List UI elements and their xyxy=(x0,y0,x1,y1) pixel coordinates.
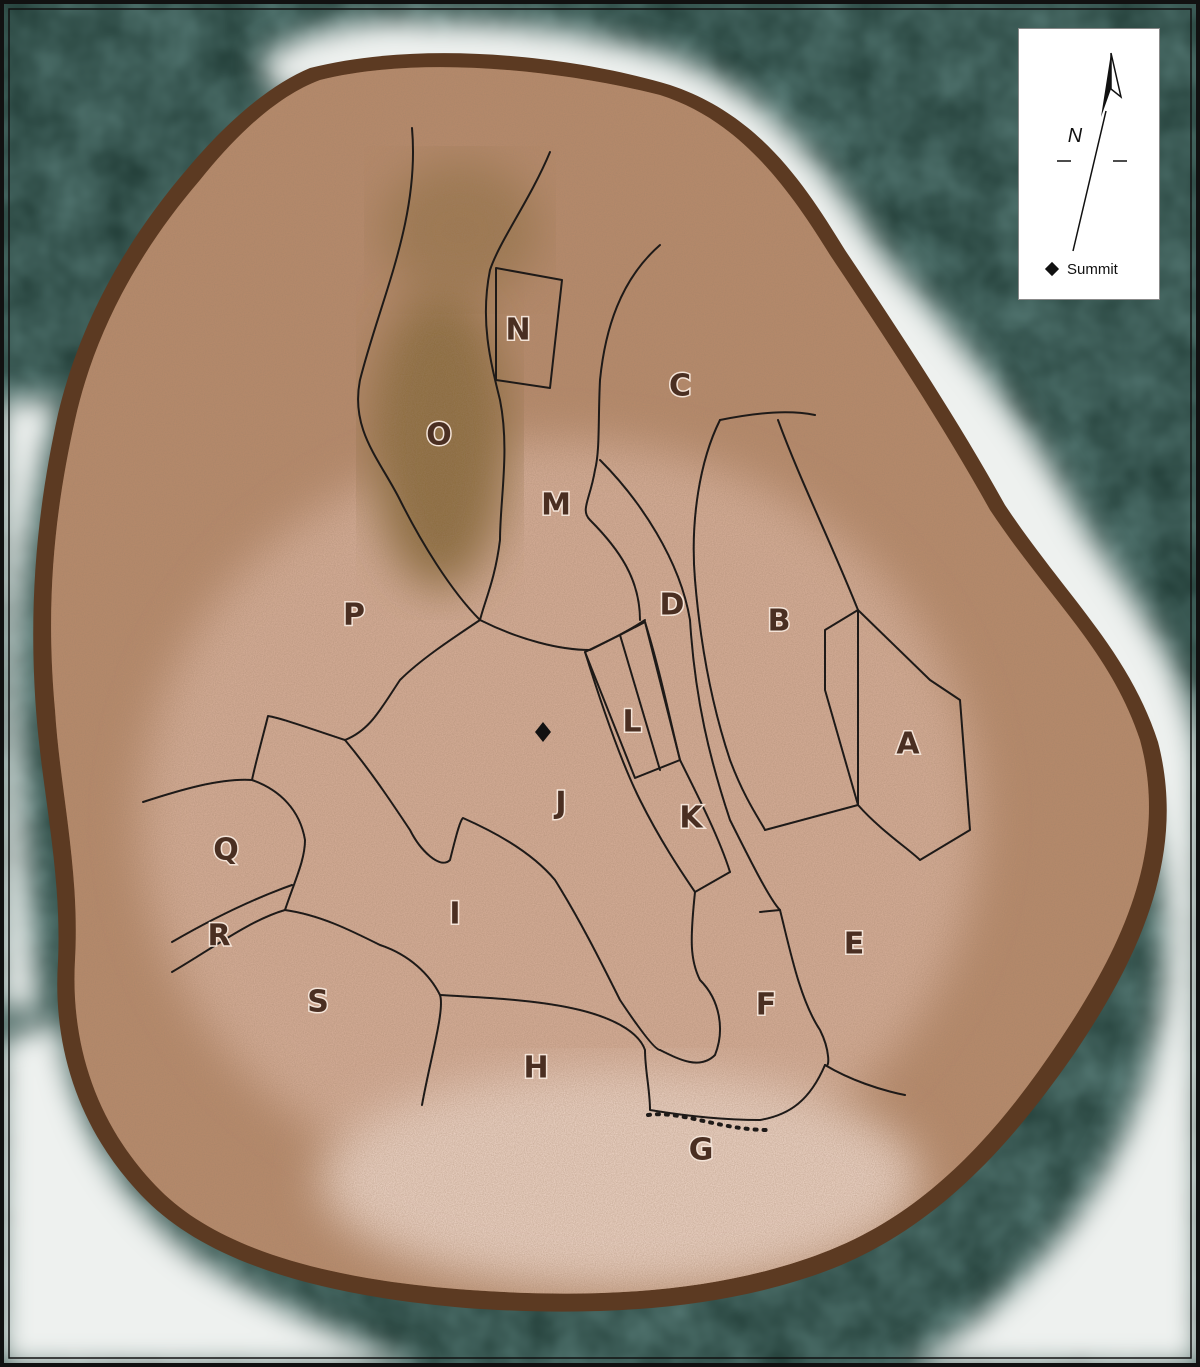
map-legend: N Summit xyxy=(1018,28,1160,300)
boundary-line xyxy=(251,779,306,911)
summit-marker-icon xyxy=(535,722,551,742)
boundary-line xyxy=(344,739,661,1051)
zone-label-e: E xyxy=(844,927,865,962)
boundary-line xyxy=(584,621,681,779)
boundary-line xyxy=(284,909,442,1106)
boundary-line xyxy=(495,267,563,389)
zone-label-n: N xyxy=(505,313,530,348)
boundary-line xyxy=(439,994,826,1121)
boundary-line xyxy=(599,459,781,913)
north-label: N xyxy=(1067,125,1083,147)
zone-label-s: S xyxy=(307,985,329,1020)
zone-label-q: Q xyxy=(213,833,239,868)
north-arrow-icon xyxy=(1057,52,1127,252)
boundary-line xyxy=(584,244,661,621)
boundary-line xyxy=(584,651,696,893)
zone-label-m: M xyxy=(541,488,571,523)
zone-label-d: D xyxy=(660,588,685,623)
zone-label-a: A xyxy=(896,727,920,762)
boundary-line xyxy=(694,871,731,893)
zone-label-f: F xyxy=(756,988,777,1023)
cliff-dotted-line xyxy=(646,1112,770,1132)
zone-label-c: C xyxy=(669,369,691,404)
boundary-line xyxy=(659,891,721,1064)
summit-legend-label: Summit xyxy=(1067,260,1118,278)
boundary-line xyxy=(357,127,481,621)
zone-label-b: B xyxy=(768,604,791,639)
boundary-line xyxy=(142,715,346,803)
zone-boundaries xyxy=(142,127,971,1132)
zone-label-j: J xyxy=(553,786,566,821)
boundary-line xyxy=(479,151,551,621)
boundary-line xyxy=(644,621,731,873)
zone-label-k: K xyxy=(679,801,704,836)
boundary-line xyxy=(824,1064,906,1096)
zone-label-h: H xyxy=(523,1051,548,1086)
diamond-icon xyxy=(1044,261,1060,277)
zone-label-l: L xyxy=(622,705,641,740)
boundary-line xyxy=(824,609,971,861)
zone-label-o: O xyxy=(426,418,452,453)
zone-label-r: R xyxy=(207,919,230,954)
boundary-line xyxy=(692,419,766,831)
boundary-line xyxy=(779,909,830,1067)
zone-label-p: P xyxy=(343,598,365,633)
legend-summit-entry: Summit xyxy=(1044,259,1118,279)
zone-label-i: I xyxy=(449,897,460,932)
boundary-line xyxy=(171,884,293,973)
image-frame-inner xyxy=(8,8,1192,1359)
zone-labels: A B C D E F G H I J K L M N O P Q R S xyxy=(206,311,922,1169)
boundary-line xyxy=(719,411,859,831)
boundary-line xyxy=(344,619,481,741)
zone-label-g: G xyxy=(689,1133,714,1168)
